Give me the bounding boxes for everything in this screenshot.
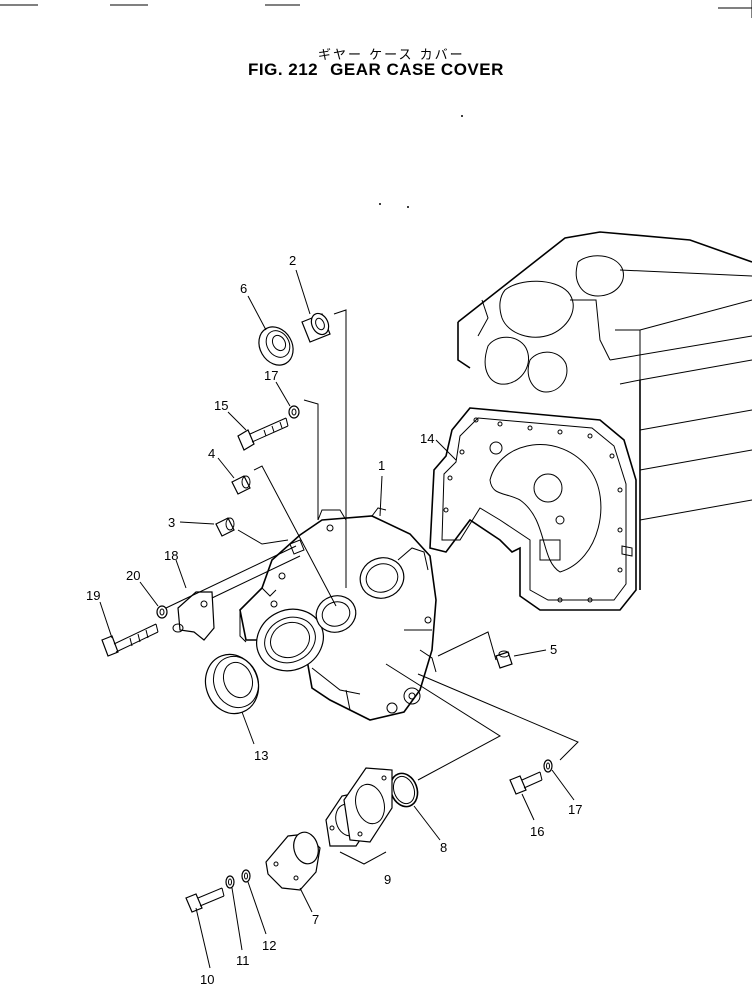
callout-12: 12 bbox=[262, 938, 276, 953]
callout-17-upper: 17 bbox=[264, 368, 278, 383]
bolt-15 bbox=[237, 417, 289, 451]
callout-4: 4 bbox=[208, 446, 215, 461]
plug-4 bbox=[231, 475, 251, 495]
bolt-10 bbox=[185, 887, 225, 913]
washer-12 bbox=[241, 869, 251, 883]
title-japanese: ギヤー ケース カバー bbox=[318, 48, 465, 63]
callout-20: 20 bbox=[126, 568, 140, 583]
callout-14: 14 bbox=[420, 431, 434, 446]
leader-lines bbox=[99, 269, 575, 969]
lock-washer-11 bbox=[225, 875, 235, 889]
callout-6: 6 bbox=[240, 281, 247, 296]
callout-1: 1 bbox=[378, 458, 385, 473]
plug-5 bbox=[495, 650, 513, 669]
bracket-18 bbox=[172, 591, 215, 641]
callout-15: 15 bbox=[214, 398, 228, 413]
callout-3: 3 bbox=[168, 515, 175, 530]
scan-edge-marks bbox=[0, 0, 752, 18]
callout-7: 7 bbox=[312, 912, 319, 927]
callout-13: 13 bbox=[254, 748, 268, 763]
engine-block bbox=[457, 231, 752, 590]
assembly-guide-lines bbox=[165, 309, 579, 781]
bolt-19 bbox=[101, 623, 159, 657]
gasket-9 bbox=[325, 767, 393, 847]
gear-case-cover-1 bbox=[239, 507, 437, 721]
washer-17-lower bbox=[543, 759, 553, 773]
bushing-2 bbox=[301, 312, 331, 343]
figure-title-text: GEAR CASE COVER bbox=[330, 60, 504, 79]
plug-3 bbox=[215, 517, 235, 537]
seal-13 bbox=[204, 653, 260, 715]
callout-17-lower: 17 bbox=[568, 802, 582, 817]
figure-number: FIG. 212 bbox=[248, 60, 319, 79]
callout-10: 10 bbox=[200, 972, 214, 985]
cover-7 bbox=[265, 831, 321, 891]
callout-8: 8 bbox=[440, 840, 447, 855]
callout-numbers: 1 2 3 4 5 6 7 8 9 10 11 12 13 14 15 16 1… bbox=[86, 253, 582, 985]
callout-18: 18 bbox=[164, 548, 178, 563]
scan-specks bbox=[379, 115, 463, 208]
figure-title: FIG. 212 GEAR CASE COVER bbox=[248, 60, 516, 80]
callout-19: 19 bbox=[86, 588, 100, 603]
callout-9: 9 bbox=[384, 872, 391, 887]
bearing-6 bbox=[258, 326, 294, 366]
bolt-16 bbox=[509, 771, 543, 795]
callout-2: 2 bbox=[289, 253, 296, 268]
washer-17-upper bbox=[288, 405, 300, 419]
callout-16: 16 bbox=[530, 824, 544, 839]
callout-5: 5 bbox=[550, 642, 557, 657]
washer-20 bbox=[156, 605, 168, 619]
gasket-14 bbox=[429, 407, 637, 611]
callout-11: 11 bbox=[236, 953, 250, 968]
